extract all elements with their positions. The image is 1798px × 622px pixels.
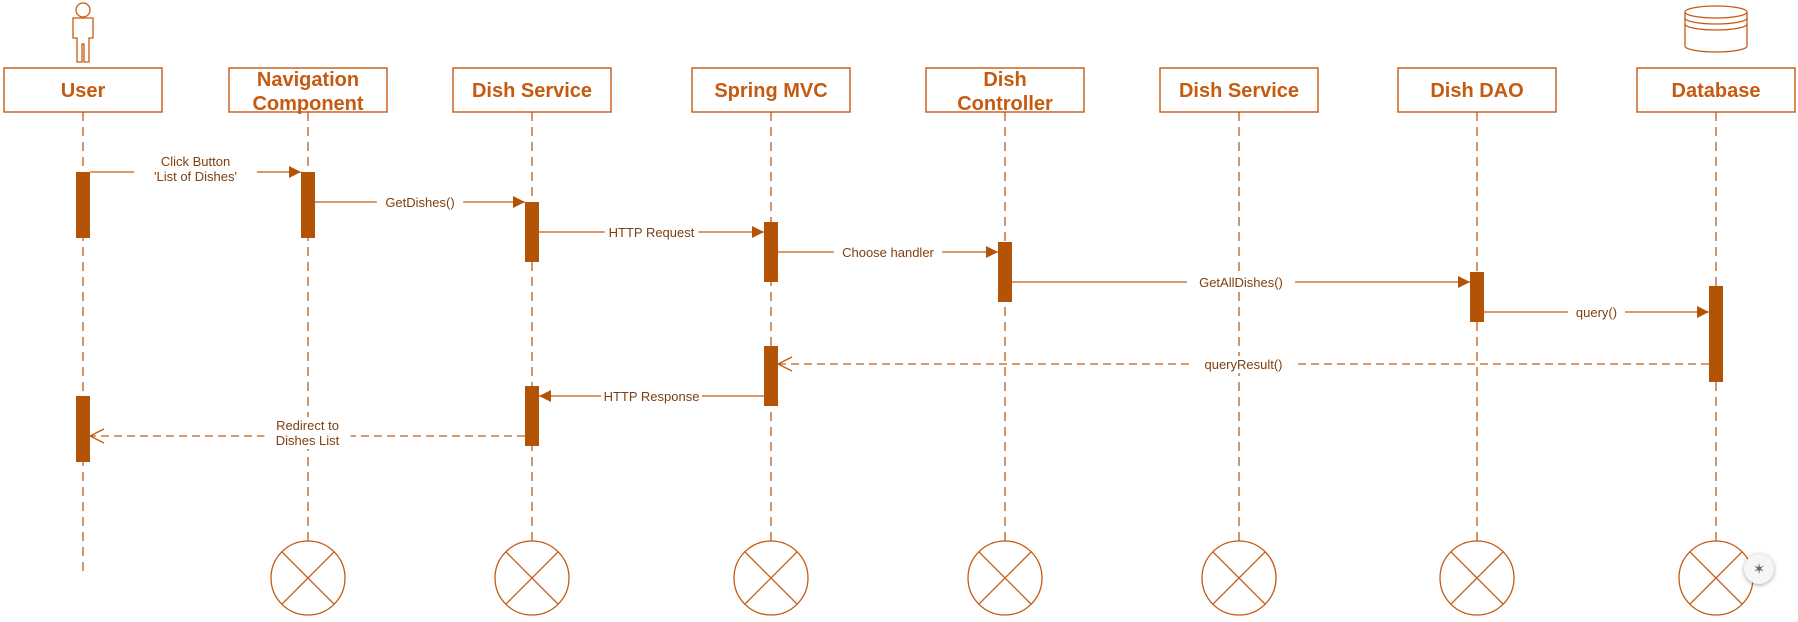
filled-arrowhead <box>289 166 301 178</box>
participant-box-svc1 <box>452 67 612 113</box>
activation-bar-user <box>76 172 90 238</box>
filled-arrowhead <box>513 196 525 208</box>
message-label: HTTP Request <box>609 225 695 240</box>
activation-bar-svc1 <box>525 202 539 262</box>
activation-bar-ctrl <box>998 242 1012 302</box>
filled-arrowhead <box>1697 306 1709 318</box>
message-8: HTTP Response <box>539 388 764 405</box>
activation-bar-mvc <box>764 222 778 282</box>
participant-box-user <box>3 67 163 113</box>
message-7: queryResult() <box>776 356 1709 373</box>
filled-arrowhead <box>539 390 551 402</box>
participant-label-db: Database <box>1672 80 1761 102</box>
open-arrowhead <box>88 428 105 444</box>
participant-box-ctrl <box>925 67 1085 113</box>
message-label: Choose handler <box>842 245 934 260</box>
activation-bar-db <box>1709 286 1723 382</box>
message-5: GetAllDishes() <box>1012 274 1470 291</box>
message-label: Click Button'List of Dishes' <box>154 154 237 184</box>
message-1: Click Button'List of Dishes' <box>90 153 301 185</box>
destroy-marker-mvc <box>733 540 809 616</box>
participant-box-svc2 <box>1159 67 1319 113</box>
participant-svc2: Dish Service <box>1159 67 1319 541</box>
message-label: GetAllDishes() <box>1199 275 1283 290</box>
destroy-marker-ctrl <box>967 540 1043 616</box>
participant-label-user: User <box>61 80 106 102</box>
participant-label-dao: Dish DAO <box>1430 80 1523 102</box>
participant-box-dao <box>1397 67 1557 113</box>
participant-label-mvc: Spring MVC <box>714 80 827 102</box>
activation-bar-mvc <box>764 346 778 406</box>
participant-box-nav <box>228 67 388 113</box>
collapse-icon[interactable]: ✶ <box>1744 554 1774 584</box>
participant-mvc: Spring MVC <box>691 67 851 541</box>
participant-db: Database <box>1636 67 1796 541</box>
activation-bar-user <box>76 396 90 462</box>
message-label: query() <box>1576 305 1617 320</box>
destroy-marker-dao <box>1439 540 1515 616</box>
activation-bar-nav <box>301 172 315 238</box>
message-4: Choose handler <box>778 244 998 261</box>
message-label: queryResult() <box>1204 357 1282 372</box>
destroy-marker-nav <box>270 540 346 616</box>
destroy-marker-db <box>1678 540 1754 616</box>
activation-bar-svc1 <box>525 386 539 446</box>
database-icon <box>1684 5 1748 53</box>
message-2: GetDishes() <box>315 194 525 211</box>
participant-svc1: Dish Service <box>452 67 612 541</box>
filled-arrowhead <box>986 246 998 258</box>
destroy-marker-svc2 <box>1201 540 1277 616</box>
destroy-marker-svc1 <box>494 540 570 616</box>
open-arrowhead <box>776 356 793 372</box>
message-3: HTTP Request <box>539 224 764 241</box>
participant-user: User <box>3 67 163 576</box>
filled-arrowhead <box>1458 276 1470 288</box>
activation-bar-dao <box>1470 272 1484 322</box>
participant-label-svc2: Dish Service <box>1179 80 1299 102</box>
participant-dao: Dish DAO <box>1397 67 1557 541</box>
actor-icon <box>72 2 94 63</box>
message-label: HTTP Response <box>604 389 700 404</box>
participant-box-db <box>1636 67 1796 113</box>
participant-box-mvc <box>691 67 851 113</box>
message-label: GetDishes() <box>385 195 454 210</box>
participant-label-svc1: Dish Service <box>472 80 592 102</box>
filled-arrowhead <box>752 226 764 238</box>
message-6: query() <box>1484 304 1709 321</box>
